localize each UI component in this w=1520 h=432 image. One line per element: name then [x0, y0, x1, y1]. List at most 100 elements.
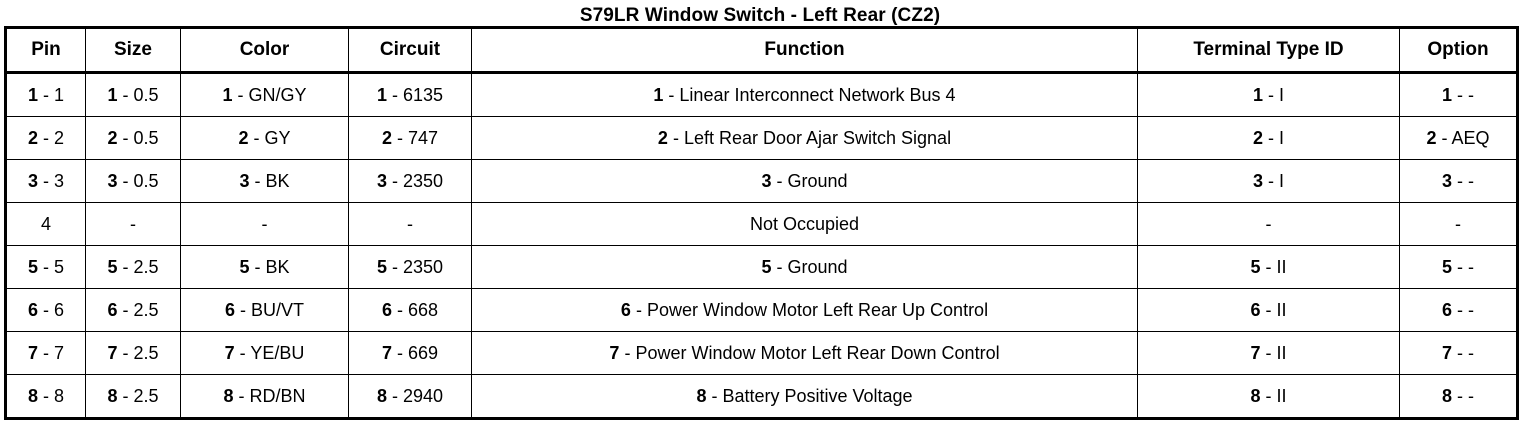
cell-value: 1 [54, 84, 65, 105]
cell-size[interactable]: 8 - 2.5 [85, 374, 181, 419]
cell-terminal[interactable]: - [1137, 202, 1400, 246]
cell-terminal[interactable]: 8 - II [1137, 374, 1400, 419]
cell-circuit[interactable]: 1 - 6135 [348, 72, 472, 117]
cell-function[interactable]: 8 - Battery Positive Voltage [471, 374, 1138, 419]
cell-pin[interactable]: 4 [5, 202, 86, 246]
cell-value: II [1276, 299, 1287, 320]
cell-option[interactable]: 6 - - [1399, 288, 1518, 332]
cell-prefix: 3 [27, 170, 38, 191]
cell-option[interactable]: 8 - - [1399, 374, 1518, 419]
cell-separator: - [1452, 299, 1468, 320]
cell-value: - [1468, 256, 1474, 277]
cell-size[interactable]: - [85, 202, 181, 246]
cell-color[interactable]: 3 - BK [180, 159, 349, 203]
cell-option[interactable]: 5 - - [1399, 245, 1518, 289]
cell-color[interactable]: - [180, 202, 349, 246]
cell-circuit[interactable]: 2 - 747 [348, 116, 472, 160]
cell-option[interactable]: 7 - - [1399, 331, 1518, 375]
cell-color[interactable]: 5 - BK [180, 245, 349, 289]
cell-function[interactable]: 3 - Ground [471, 159, 1138, 203]
cell-terminal[interactable]: 6 - II [1137, 288, 1400, 332]
cell-value: 669 [407, 342, 439, 363]
column-header-pin[interactable]: Pin [5, 27, 86, 74]
cell-color[interactable]: 7 - YE/BU [180, 331, 349, 375]
cell-separator: - [630, 299, 647, 320]
cell-option[interactable]: 1 - - [1399, 72, 1518, 117]
column-header-function[interactable]: Function [471, 27, 1138, 74]
cell-prefix: 7 [27, 342, 38, 363]
cell-pin[interactable]: 7 - 7 [5, 331, 86, 375]
cell-separator: - [706, 385, 723, 406]
cell-option[interactable]: 3 - - [1399, 159, 1518, 203]
cell-separator: - [248, 127, 265, 148]
cell-circuit[interactable]: - [348, 202, 472, 246]
cell-function[interactable]: 2 - Left Rear Door Ajar Switch Signal [471, 116, 1138, 160]
column-header-circuit[interactable]: Circuit [348, 27, 472, 74]
cell-size[interactable]: 5 - 2.5 [85, 245, 181, 289]
cell-size[interactable]: 2 - 0.5 [85, 116, 181, 160]
cell-value: 7 [54, 342, 65, 363]
cell-function[interactable]: 7 - Power Window Motor Left Rear Down Co… [471, 331, 1138, 375]
cell-prefix: 1 [27, 84, 38, 105]
cell-prefix: 1 [653, 84, 664, 105]
cell-prefix: 2 [657, 127, 668, 148]
cell-terminal[interactable]: 1 - I [1137, 72, 1400, 117]
cell-terminal[interactable]: 3 - I [1137, 159, 1400, 203]
column-header-option[interactable]: Option [1399, 27, 1518, 74]
cell-function[interactable]: 6 - Power Window Motor Left Rear Up Cont… [471, 288, 1138, 332]
cell-size[interactable]: 6 - 2.5 [85, 288, 181, 332]
cell-pin[interactable]: 8 - 8 [5, 374, 86, 419]
cell-function[interactable]: 5 - Ground [471, 245, 1138, 289]
cell-separator: - [249, 170, 266, 191]
cell-terminal[interactable]: 7 - II [1137, 331, 1400, 375]
cell-separator: - [235, 299, 251, 320]
cell-terminal[interactable]: 2 - I [1137, 116, 1400, 160]
cell-pin[interactable]: 3 - 3 [5, 159, 86, 203]
cell-separator: - [1436, 127, 1452, 148]
cell-prefix: 1 [1441, 84, 1452, 105]
cell-color[interactable]: 6 - BU/VT [180, 288, 349, 332]
cell-circuit[interactable]: 5 - 2350 [348, 245, 472, 289]
column-header-size[interactable]: Size [85, 27, 181, 74]
cell-value: Linear Interconnect Network Bus 4 [679, 84, 956, 105]
cell-color[interactable]: 8 - RD/BN [180, 374, 349, 419]
cell-circuit[interactable]: 3 - 2350 [348, 159, 472, 203]
cell-pin[interactable]: 1 - 1 [5, 72, 86, 117]
cell-circuit[interactable]: 7 - 669 [348, 331, 472, 375]
cell-value: 8 [54, 385, 65, 406]
cell-value: 6 [54, 299, 65, 320]
cell-option[interactable]: - [1399, 202, 1518, 246]
cell-pin[interactable]: 5 - 5 [5, 245, 86, 289]
cell-option[interactable]: 2 - AEQ [1399, 116, 1518, 160]
cell-separator: - [1452, 170, 1468, 191]
header-row: Pin Size Color Circuit Function Terminal… [5, 27, 1518, 74]
cell-separator: - [38, 170, 54, 191]
cell-terminal[interactable]: 5 - II [1137, 245, 1400, 289]
cell-separator: - [38, 256, 54, 277]
cell-function[interactable]: 1 - Linear Interconnect Network Bus 4 [471, 72, 1138, 117]
cell-size[interactable]: 1 - 0.5 [85, 72, 181, 117]
cell-function[interactable]: Not Occupied [471, 202, 1138, 246]
cell-prefix: 2 [27, 127, 38, 148]
column-header-terminal[interactable]: Terminal Type ID [1137, 27, 1400, 74]
cell-value: 6135 [402, 84, 444, 105]
cell-prefix: 2 [1426, 127, 1437, 148]
cell-value: 668 [407, 299, 439, 320]
cell-prefix: 8 [696, 385, 707, 406]
cell-prefix: 8 [27, 385, 38, 406]
cell-prefix: 7 [107, 342, 118, 363]
cell-size[interactable]: 7 - 2.5 [85, 331, 181, 375]
cell-pin[interactable]: 2 - 2 [5, 116, 86, 160]
cell-pin[interactable]: 6 - 6 [5, 288, 86, 332]
cell-prefix: 3 [1252, 170, 1263, 191]
cell-circuit[interactable]: 8 - 2940 [348, 374, 472, 419]
cell-color[interactable]: 1 - GN/GY [180, 72, 349, 117]
cell-color[interactable]: 2 - GY [180, 116, 349, 160]
cell-separator: - [38, 342, 54, 363]
cell-value: - [130, 213, 136, 234]
cell-size[interactable]: 3 - 0.5 [85, 159, 181, 203]
column-header-color[interactable]: Color [180, 27, 349, 74]
cell-circuit[interactable]: 6 - 668 [348, 288, 472, 332]
